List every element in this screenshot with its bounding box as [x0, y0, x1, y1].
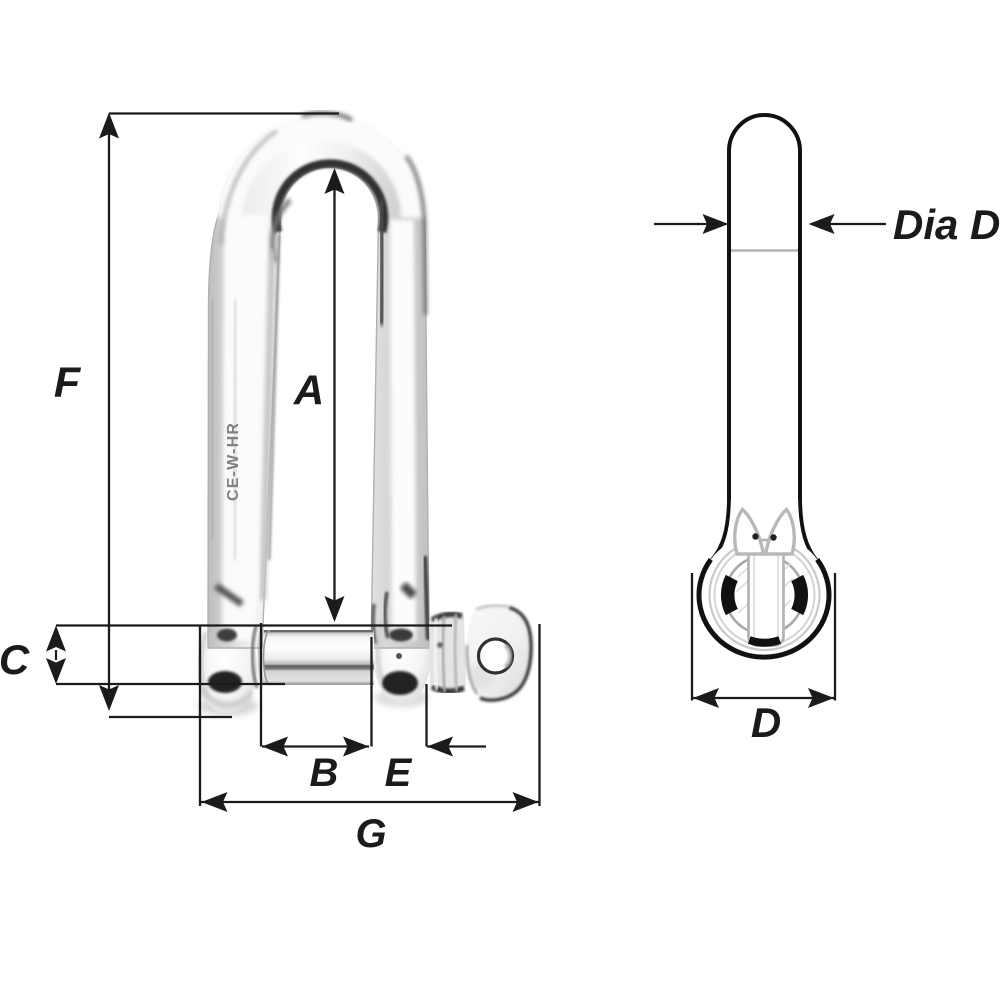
svg-text:G: G — [355, 812, 386, 856]
svg-text:Dia D: Dia D — [893, 201, 1000, 248]
svg-text:CE-W-HR: CE-W-HR — [225, 422, 242, 501]
svg-text:A: A — [293, 367, 324, 414]
svg-text:B: B — [310, 751, 339, 795]
svg-text:E: E — [385, 751, 413, 795]
svg-text:C: C — [0, 636, 30, 683]
svg-text:D: D — [751, 699, 781, 746]
svg-text:F: F — [54, 359, 82, 407]
